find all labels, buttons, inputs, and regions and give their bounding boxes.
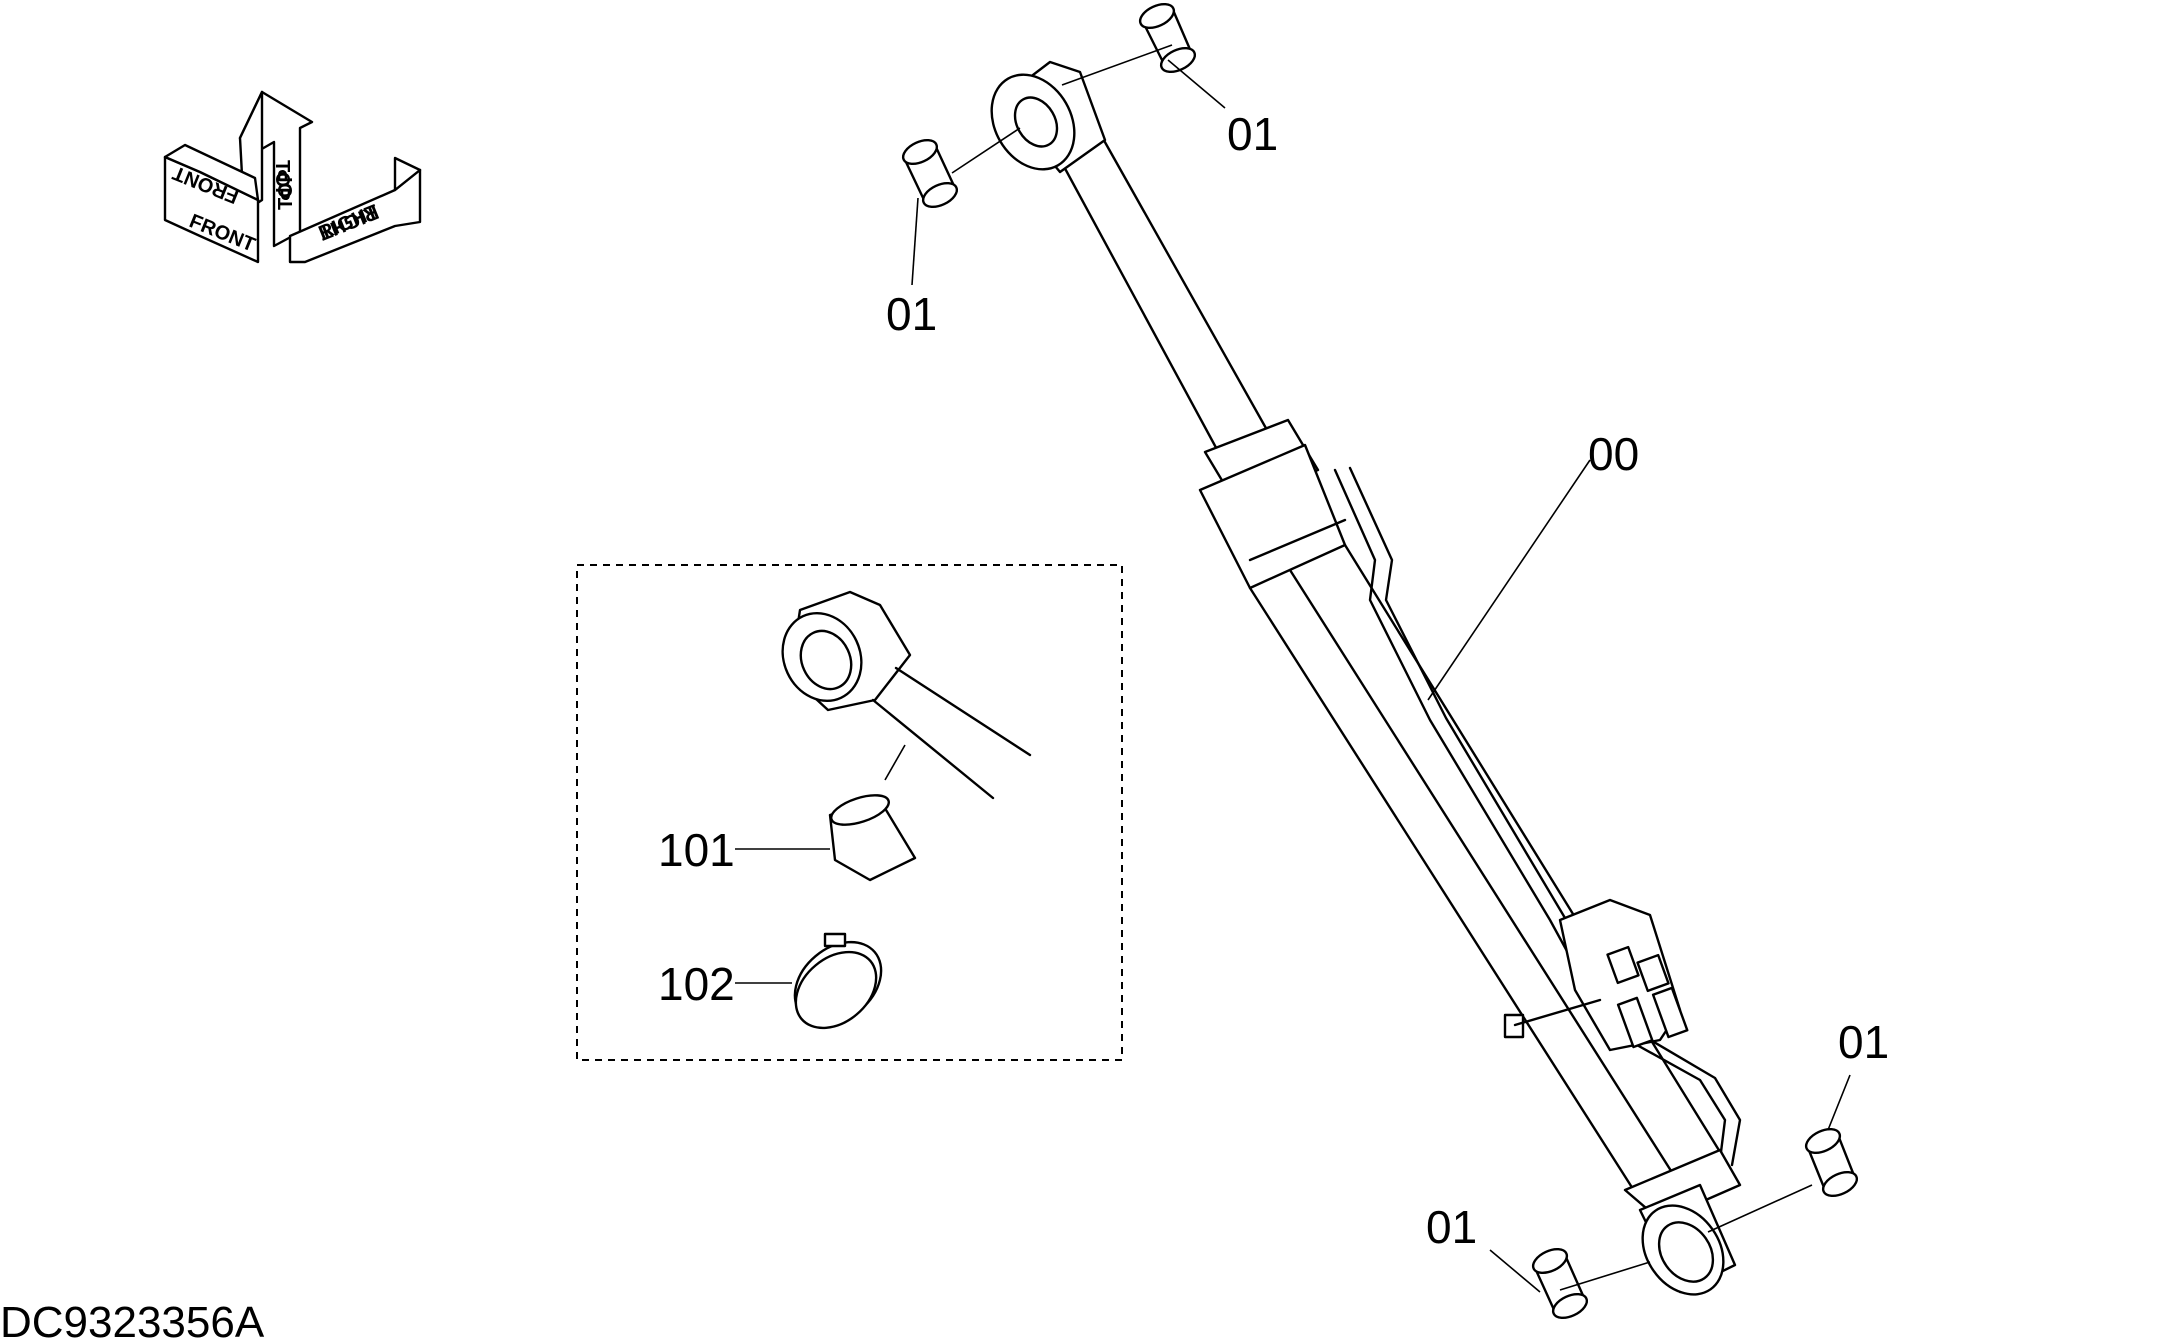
callout-01-top-left: 01 (886, 288, 937, 340)
bushing-bottom-right (1804, 1127, 1859, 1198)
drawing-code: DC9323356A (0, 1298, 265, 1344)
orientation-arrows-icon: FRONT FRONT TOP TOP RIGHT RIGHT (163, 90, 422, 264)
rod-eye-top (990, 60, 1107, 174)
top-label-mirrored: TOP (275, 169, 297, 210)
hydraulic-cylinder (990, 60, 1742, 1296)
top-label: TOP (271, 160, 293, 201)
pipe-clamp (1503, 1013, 1525, 1039)
bushing-bottom-left (1531, 1247, 1589, 1320)
callout-01-bottom-left: 01 (1426, 1201, 1477, 1253)
callout-01-top-right: 01 (1227, 108, 1278, 160)
callout-01-bottom-right: 01 (1838, 1016, 1889, 1068)
seal-ring-102 (793, 932, 883, 1030)
callout-101: 101 (658, 824, 735, 876)
bushing-top-left (901, 138, 959, 209)
callout-00: 00 (1588, 428, 1639, 480)
callout-102: 102 (658, 958, 735, 1010)
valve-block (1558, 898, 1689, 1052)
cylinder-gland (1198, 418, 1347, 590)
cylinder-eye-bottom (1638, 1183, 1737, 1296)
detail-inset (576, 564, 1123, 1061)
leader-lines (911, 44, 1851, 1293)
bushing-101 (828, 794, 917, 882)
bushing-top-right (1138, 2, 1197, 74)
